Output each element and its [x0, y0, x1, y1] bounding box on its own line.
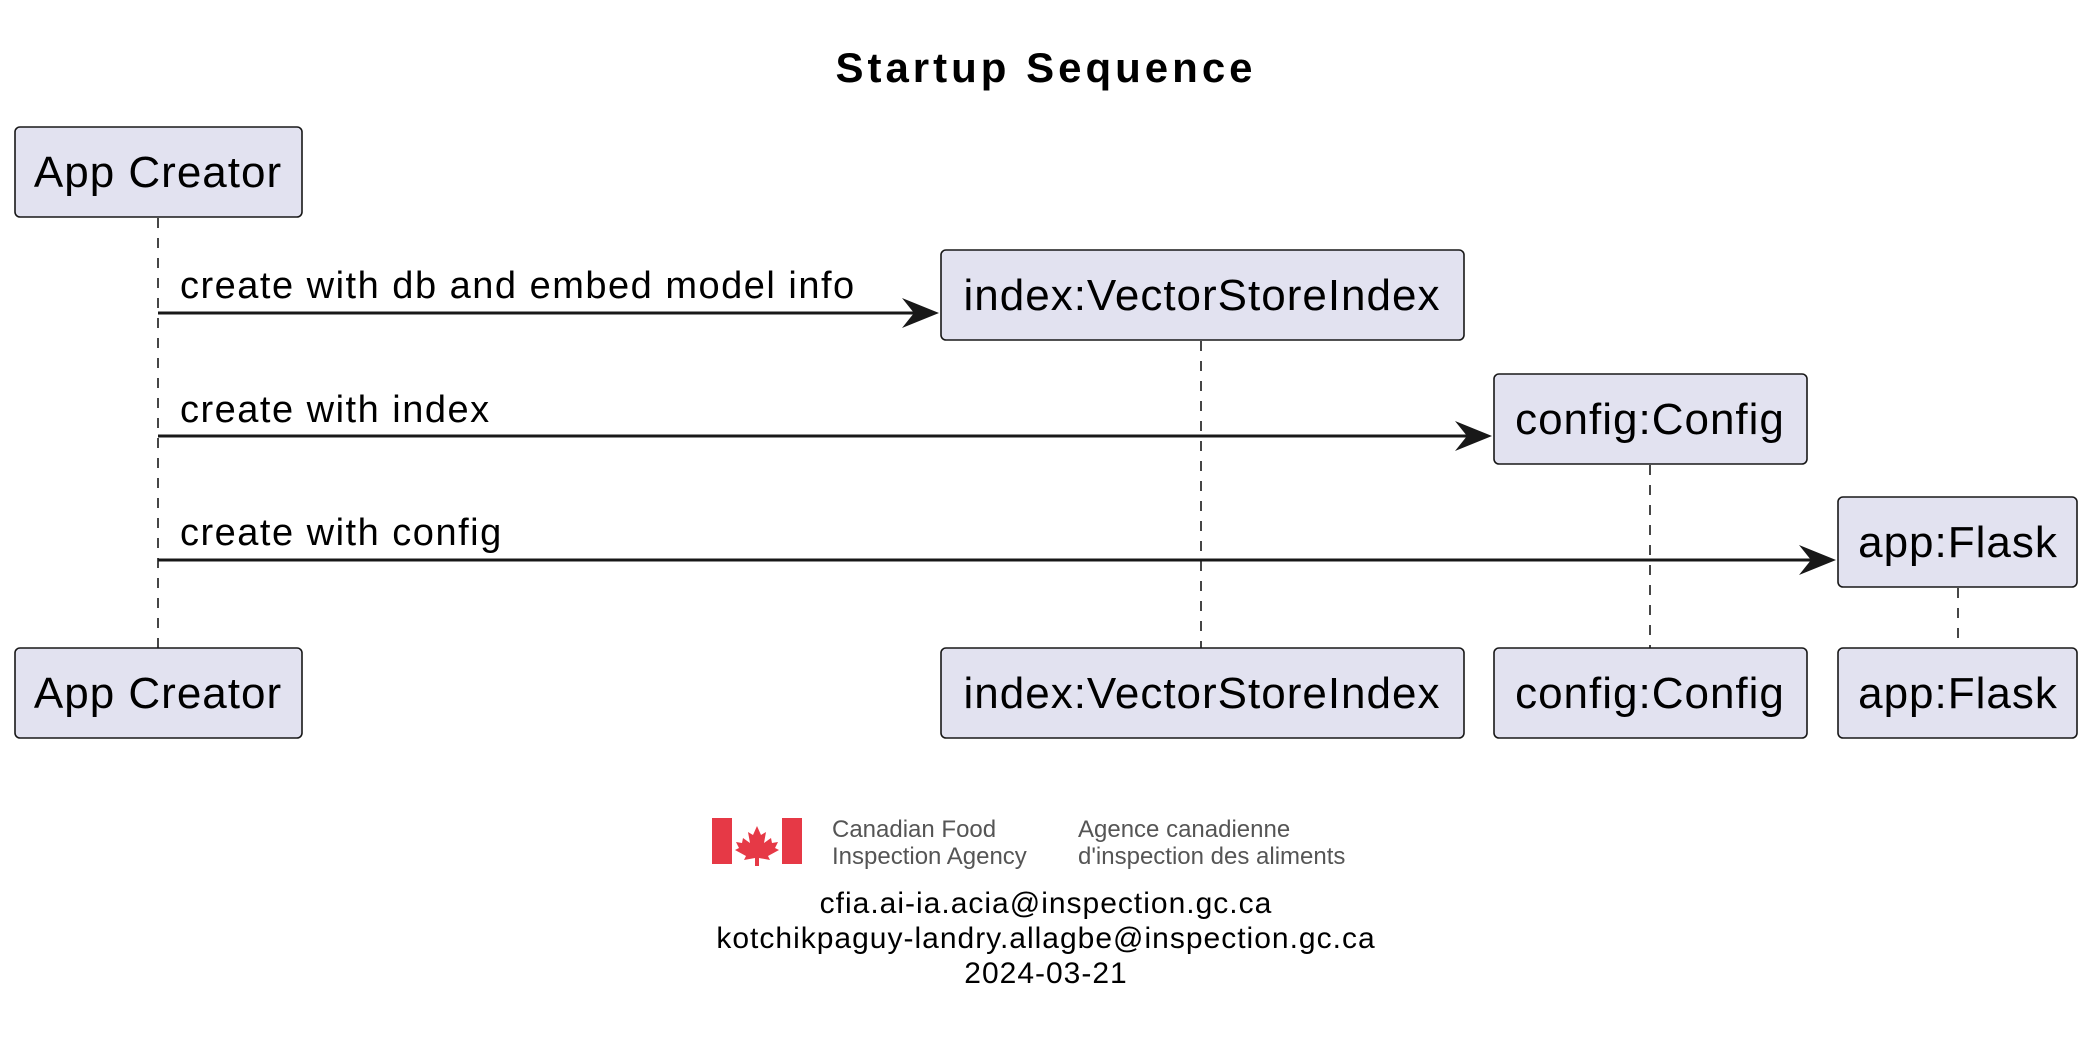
message-label: create with index: [180, 389, 491, 431]
participant-config-top: config:Config: [1493, 373, 1808, 465]
logo-text-fr-line2: d'inspection des aliments: [1078, 843, 1345, 870]
canada-flag-icon: [712, 818, 802, 866]
logo-text-fr-line1: Agence canadienne: [1078, 816, 1290, 843]
logo-text-en-line1: Canadian Food: [832, 816, 996, 843]
message-create-config: create with index: [158, 389, 1492, 451]
participant-label: app:Flask: [1858, 669, 2058, 718]
message-create-app: create with config: [158, 512, 1836, 575]
participant-app-bottom: app:Flask: [1837, 647, 2078, 739]
message-create-index: create with db and embed model info: [158, 265, 939, 328]
participant-config-bottom: config:Config: [1493, 647, 1808, 739]
participant-app-creator-top: App Creator: [14, 126, 303, 218]
participant-label: App Creator: [34, 669, 282, 718]
participant-label: index:VectorStoreIndex: [964, 669, 1441, 718]
footer-email-secondary: kotchikpaguy-landry.allagbe@inspection.g…: [716, 922, 1375, 955]
participant-label: App Creator: [34, 148, 282, 197]
message-label: create with db and embed model info: [180, 265, 856, 307]
logo-text-en-line2: Inspection Agency: [832, 843, 1027, 870]
participant-app-creator-bottom: App Creator: [14, 647, 303, 739]
message-label: create with config: [180, 512, 503, 554]
cfia-logo: Canadian Food Inspection Agency Agence c…: [712, 816, 1345, 870]
footer-email-primary: cfia.ai-ia.acia@inspection.gc.ca: [820, 887, 1273, 920]
participant-label: index:VectorStoreIndex: [964, 271, 1441, 320]
arrowhead: [1799, 545, 1836, 575]
arrowhead: [1455, 421, 1492, 451]
participant-index-top: index:VectorStoreIndex: [940, 249, 1465, 341]
participant-label: config:Config: [1515, 395, 1785, 444]
participant-index-bottom: index:VectorStoreIndex: [940, 647, 1465, 739]
participant-label: config:Config: [1515, 669, 1785, 718]
arrowhead: [902, 298, 939, 328]
footer-date: 2024-03-21: [964, 957, 1127, 990]
diagram-title: Startup Sequence: [835, 44, 1256, 91]
maple-leaf-icon: [735, 826, 779, 866]
participant-app-top: app:Flask: [1837, 496, 2078, 588]
participant-label: app:Flask: [1858, 518, 2058, 567]
